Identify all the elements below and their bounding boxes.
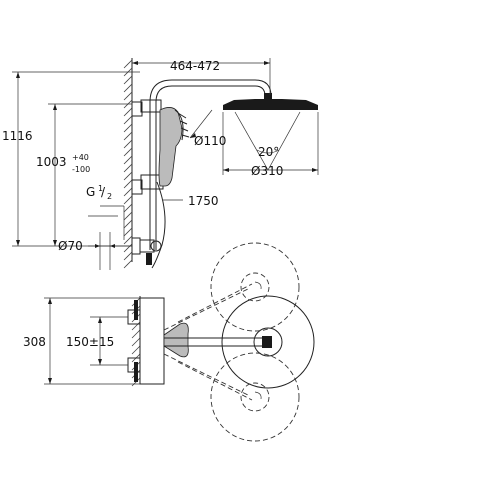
label-mount-tol-plus: +40: [72, 153, 89, 162]
shower-column-side-view: [131, 79, 318, 269]
label-mount-height: 1003: [36, 155, 67, 169]
label-hand-diameter: Ø110: [194, 134, 226, 148]
label-arm-width: 464-472: [170, 59, 220, 73]
label-rain-diameter: Ø310: [251, 164, 283, 178]
rain-shower-head: [223, 99, 318, 110]
label-thread: G: [86, 185, 95, 199]
label-center-distance: 150±15: [66, 335, 114, 349]
label-thread-den: 2: [107, 192, 112, 201]
top-view: [127, 242, 315, 442]
dimension-lines-side: [12, 58, 319, 270]
rain-head-top-view: [221, 295, 315, 389]
label-total-height: 1116: [2, 129, 33, 143]
label-thread-num: 1: [98, 184, 103, 193]
hand-shower: [158, 107, 183, 187]
label-body-height: 308: [23, 335, 46, 349]
label-rain-angle: 20°: [258, 145, 279, 159]
dimension-lines-top: [44, 297, 140, 385]
wall-hatching: [123, 58, 133, 269]
svg-text:/: /: [101, 185, 106, 199]
label-mount-tol-minus: -100: [72, 165, 90, 174]
label-hose-length: 1750: [188, 194, 219, 208]
label-outlet-diameter: Ø70: [58, 239, 83, 253]
